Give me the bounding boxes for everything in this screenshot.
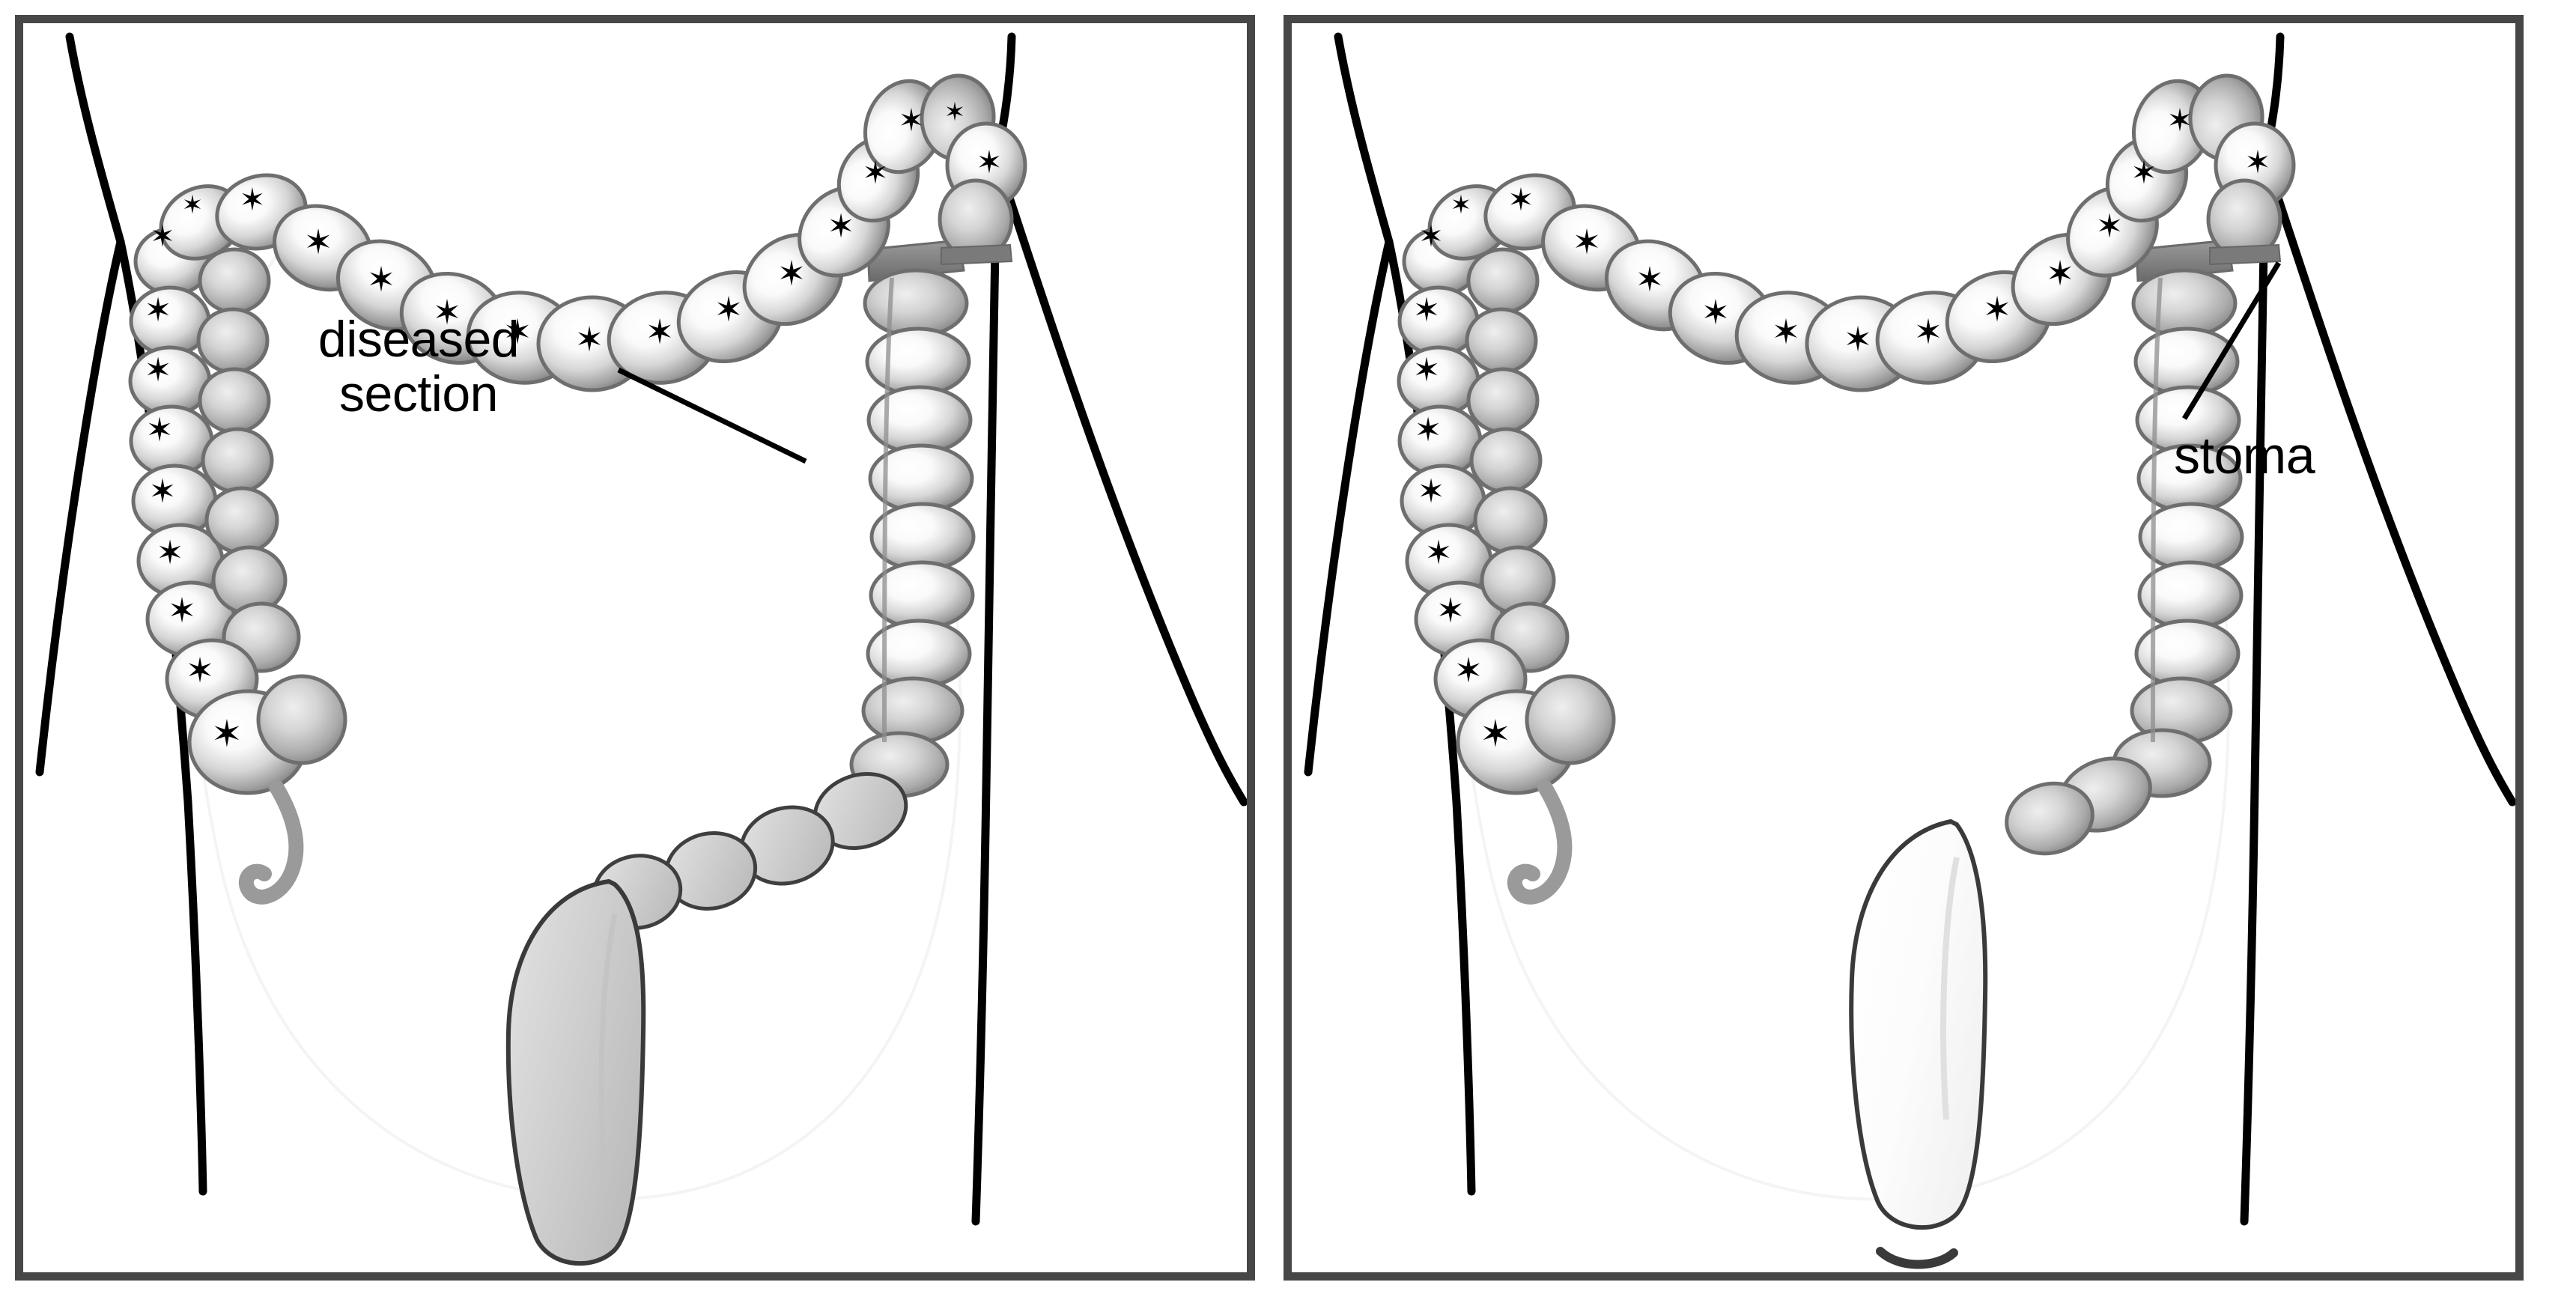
- torso-outline-right: [2240, 32, 2515, 1226]
- asterisk-marker: ✶: [2096, 207, 2124, 246]
- descending-colon-cut-end: [866, 239, 965, 282]
- splenic-flexure-right-panel: [2131, 73, 2296, 266]
- detached-rectum-right-panel: [1849, 818, 1988, 1269]
- asterisk-marker: ✶: [862, 154, 888, 191]
- ascending-colon-left-panel: [128, 226, 301, 673]
- asterisk-marker: ✶: [1701, 292, 1731, 332]
- asterisk-marker: ✶: [1507, 181, 1534, 218]
- appendix: [239, 780, 304, 905]
- cecum-appendix-left-panel: [165, 638, 347, 905]
- transverse-colon-left-panel: [273, 135, 920, 392]
- diseased-section-leader-line: [617, 367, 807, 464]
- asterisk-marker: ✶: [1635, 259, 1665, 300]
- stoma-leader-line: [2182, 261, 2281, 420]
- panel-after-colostomy: ✶ ✶ ✶ ✶ ✶ ✶ ✶ ✶ ✶ ✶ ✶ ✶ ✶ ✶ ✶ ✶ ✶: [1284, 15, 2524, 1281]
- asterisk-marker: ✶: [2244, 144, 2270, 180]
- asterisk-marker: ✶: [2130, 154, 2157, 191]
- descending-colon-left-panel: [849, 239, 976, 798]
- asterisk-marker: ✶: [1772, 312, 1801, 352]
- rectum-detached: [1849, 818, 1988, 1230]
- asterisk-marker: ✶: [150, 219, 175, 254]
- asterisk-marker: ✶: [433, 292, 462, 332]
- asterisk-marker: ✶: [1914, 312, 1943, 352]
- asterisk-marker: ✶: [1450, 190, 1472, 220]
- sigmoid-rectum-left-panel: [505, 771, 908, 1266]
- asterisk-marker: ✶: [145, 291, 172, 329]
- asterisk-marker: ✶: [944, 97, 966, 127]
- asterisk-marker: ✶: [976, 144, 1002, 180]
- asterisk-marker: ✶: [1436, 590, 1465, 631]
- asterisk-marker: ✶: [211, 712, 243, 756]
- asterisk-marker: ✶: [1844, 319, 1873, 359]
- rectum-left-panel: [505, 878, 646, 1266]
- asterisk-markers-left: ✶ ✶ ✶ ✶ ✶ ✶ ✶ ✶ ✶ ✶ ✶ ✶ ✶ ✶ ✶ ✶ ✶: [145, 97, 1003, 756]
- torso-outline-right: [971, 32, 1247, 1226]
- asterisk-marker: ✶: [1425, 534, 1453, 572]
- asterisk-marker: ✶: [2166, 102, 2193, 139]
- asterisk-marker: ✶: [1480, 712, 1511, 756]
- descending-colon-right-panel: [2005, 239, 2244, 856]
- asterisk-marker: ✶: [239, 181, 265, 218]
- asterisk-marker: ✶: [503, 312, 532, 352]
- asterisk-marker: ✶: [186, 650, 215, 690]
- asterisk-markers-right: ✶ ✶ ✶ ✶ ✶ ✶ ✶ ✶ ✶ ✶ ✶ ✶ ✶ ✶ ✶ ✶ ✶: [1413, 102, 2271, 756]
- cecum-appendix-right-panel: [1433, 638, 1616, 905]
- asterisk-marker: ✶: [1413, 291, 1441, 329]
- asterisk-marker: ✶: [1415, 411, 1442, 449]
- asterisk-marker: ✶: [146, 411, 174, 449]
- panel-before-surgery: ✶ ✶ ✶ ✶ ✶ ✶ ✶ ✶ ✶ ✶ ✶ ✶ ✶ ✶ ✶ ✶ ✶: [15, 15, 1255, 1281]
- asterisk-marker: ✶: [777, 253, 806, 294]
- colon-illustration-right: ✶ ✶ ✶ ✶ ✶ ✶ ✶ ✶ ✶ ✶ ✶ ✶ ✶ ✶ ✶ ✶ ✶: [1304, 32, 2515, 1269]
- ascending-colon-right-panel: [1397, 226, 1570, 673]
- asterisk-marker: ✶: [367, 259, 396, 300]
- asterisk-marker: ✶: [1573, 222, 1602, 262]
- asterisk-marker: ✶: [1413, 351, 1441, 389]
- asterisk-marker: ✶: [145, 351, 172, 389]
- asterisk-marker: ✶: [157, 534, 184, 572]
- asterisk-marker: ✶: [1418, 473, 1445, 511]
- panel-left-stage: ✶ ✶ ✶ ✶ ✶ ✶ ✶ ✶ ✶ ✶ ✶ ✶ ✶ ✶ ✶ ✶ ✶: [23, 23, 1247, 1272]
- asterisk-marker: ✶: [645, 312, 675, 352]
- asterisk-marker: ✶: [575, 319, 604, 359]
- asterisk-marker: ✶: [182, 190, 204, 220]
- anal-canal-stub: [1876, 1247, 1958, 1269]
- transverse-colon-right-panel: [1541, 135, 2189, 392]
- asterisk-marker: ✶: [1454, 650, 1483, 690]
- asterisk-marker: ✶: [2046, 253, 2075, 294]
- splenic-flexure-left-panel: [863, 73, 1027, 266]
- asterisk-marker: ✶: [304, 222, 333, 262]
- appendix: [1507, 780, 1573, 905]
- asterisk-marker: ✶: [168, 590, 197, 631]
- asterisk-marker: ✶: [898, 102, 924, 139]
- asterisk-marker: ✶: [1983, 289, 2012, 329]
- asterisk-marker: ✶: [149, 473, 177, 511]
- panel-right-stage: ✶ ✶ ✶ ✶ ✶ ✶ ✶ ✶ ✶ ✶ ✶ ✶ ✶ ✶ ✶ ✶ ✶: [1292, 23, 2515, 1272]
- colon-illustration-left: ✶ ✶ ✶ ✶ ✶ ✶ ✶ ✶ ✶ ✶ ✶ ✶ ✶ ✶ ✶ ✶ ✶: [35, 32, 1247, 1266]
- asterisk-marker: ✶: [714, 289, 744, 329]
- asterisk-marker: ✶: [827, 207, 855, 246]
- asterisk-marker: ✶: [1418, 219, 1444, 254]
- stoma-opening: [2135, 239, 2234, 282]
